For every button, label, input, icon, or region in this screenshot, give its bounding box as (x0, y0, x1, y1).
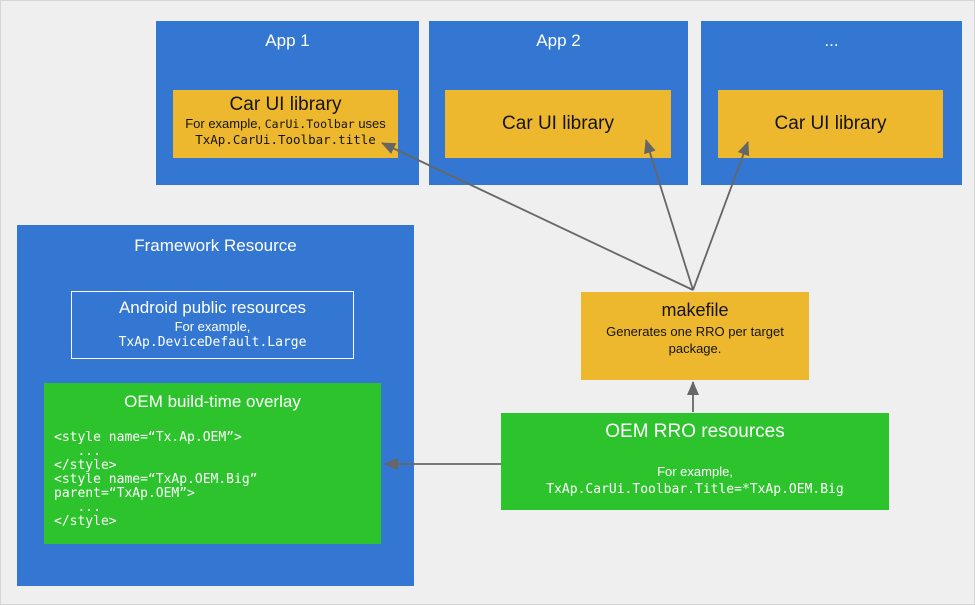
app-ellipsis-box: ... Car UI library (701, 21, 962, 185)
oem-build-time-overlay-title: OEM build-time overlay (124, 392, 301, 411)
oem-rro-example-label: For example, (657, 464, 733, 479)
code-line: </style> (54, 514, 117, 529)
makefile-description: Generates one RRO per target package. (606, 324, 784, 356)
public-resources-example-label: For example, (174, 319, 251, 334)
oem-rro-resources-box: OEM RRO resources For example, TxAp.CarU… (501, 413, 889, 510)
public-resources-example-code: TxAp.DeviceDefault.Large (118, 335, 307, 350)
app1-carui-library-box: Car UI library For example, CarUi.Toolba… (173, 90, 398, 158)
oem-rro-resources-title: OEM RRO resources (605, 421, 785, 442)
app1-example-suffix: uses (354, 116, 386, 131)
app1-carui-example-resource: TxAp.CarUi.Toolbar.title (195, 132, 376, 147)
code-line: <style name=“Tx.Ap.OEM”> (54, 430, 242, 445)
app2-carui-library-title: Car UI library (502, 113, 614, 134)
app2-carui-library-box: Car UI library (445, 90, 671, 158)
app2-title: App 2 (536, 31, 581, 50)
code-line: </style> (54, 458, 117, 473)
app-ellipsis-carui-library-box: Car UI library (718, 90, 943, 158)
code-line: parent=“TxAp.OEM”> (54, 486, 195, 501)
app1-carui-example-line: For example, CarUi.Toolbar uses (173, 116, 398, 132)
code-line: ... (54, 500, 101, 515)
framework-resource-box: Framework Resource Android public resour… (17, 225, 414, 586)
app1-example-code: CarUi.Toolbar (264, 117, 355, 131)
app-ellipsis-carui-library-title: Car UI library (774, 113, 887, 134)
android-public-resources-box: Android public resources For example, Tx… (71, 291, 354, 359)
app1-carui-library-title: Car UI library (229, 94, 342, 115)
app1-box: App 1 Car UI library For example, CarUi.… (156, 21, 419, 185)
framework-resource-title: Framework Resource (134, 236, 297, 255)
app2-box: App 2 Car UI library (429, 21, 688, 185)
android-public-resources-title: Android public resources (118, 298, 307, 317)
makefile-box: makefile Generates one RRO per target pa… (581, 292, 809, 380)
app-ellipsis-title: ... (824, 31, 839, 50)
oem-overlay-code-block: <style name=“Tx.Ap.OEM”> ... </style> <s… (54, 431, 258, 529)
code-line: <style name=“TxAp.OEM.Big” (54, 472, 258, 487)
app1-title: App 1 (265, 31, 310, 50)
makefile-title: makefile (661, 300, 729, 320)
oem-rro-example-code: TxAp.CarUi.Toolbar.Title=*TxAp.OEM.Big (546, 482, 844, 497)
app1-example-prefix: For example, (185, 116, 265, 131)
code-line: ... (54, 444, 101, 459)
oem-build-time-overlay-box: OEM build-time overlay <style name=“Tx.A… (44, 383, 381, 544)
